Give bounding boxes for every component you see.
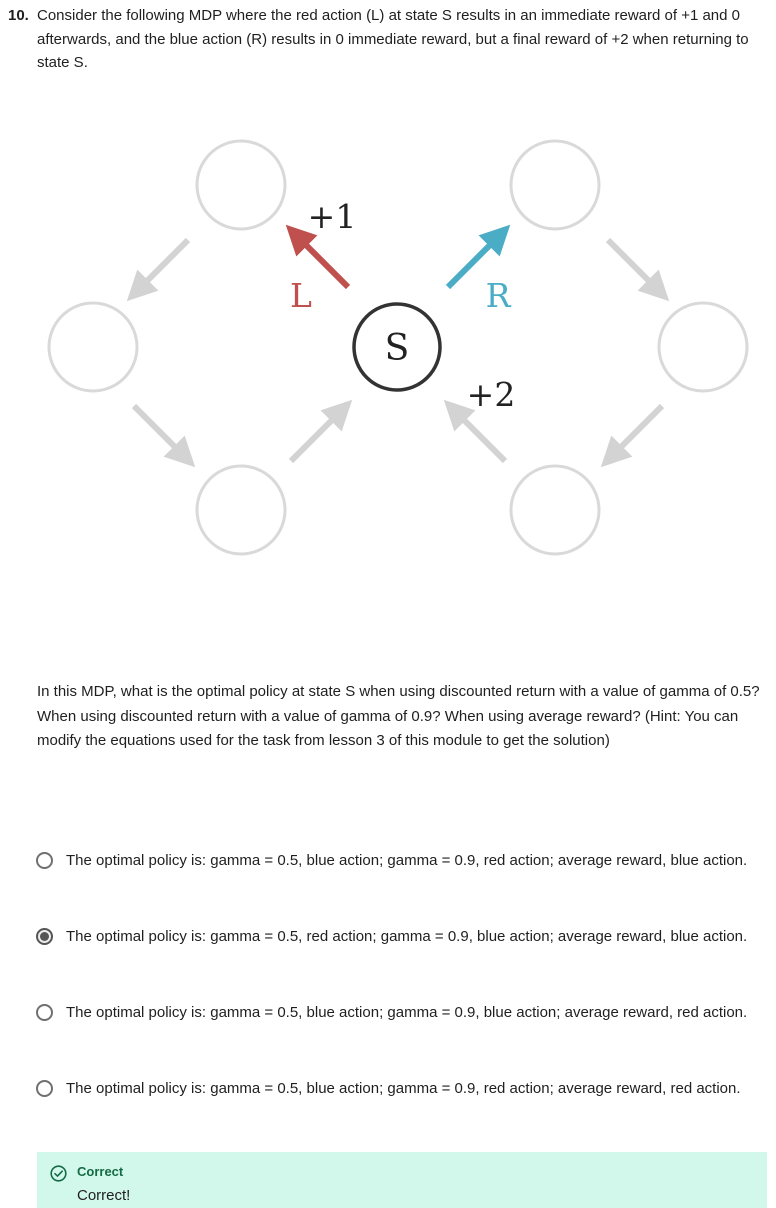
question-body: In this MDP, what is the optimal policy … xyxy=(37,683,760,749)
arrow-right-middle-to-right-bottom xyxy=(600,403,665,468)
reward-l-label: +1 xyxy=(308,197,357,236)
radio-button[interactable] xyxy=(36,1079,53,1097)
reward-r-label: +2 xyxy=(467,375,516,414)
arrow-left-top-to-left-middle xyxy=(126,237,191,302)
question-intro: Consider the following MDP where the red… xyxy=(37,7,749,71)
state-left-middle xyxy=(47,301,139,393)
feedback-title: Correct xyxy=(77,1164,124,1179)
arrow-action-l xyxy=(285,224,351,290)
radio-button-selected[interactable] xyxy=(36,927,53,945)
option-label[interactable]: The optimal policy is: gamma = 0.5, blue… xyxy=(66,1079,741,1097)
action-l-label: L xyxy=(290,276,312,315)
option-label[interactable]: The optimal policy is: gamma = 0.5, blue… xyxy=(66,1003,748,1021)
state-s xyxy=(352,302,442,392)
state-left-bottom xyxy=(195,464,287,556)
arrow-left-bottom-to-s xyxy=(288,399,353,464)
radio-button[interactable] xyxy=(36,1003,53,1021)
option-1[interactable]: The optimal policy is: gamma = 0.5, blue… xyxy=(36,848,766,872)
option-label[interactable]: The optimal policy is: gamma = 0.5, red … xyxy=(66,927,748,945)
option-4[interactable]: The optimal policy is: gamma = 0.5, blue… xyxy=(36,1076,766,1100)
state-left-top xyxy=(195,139,287,231)
option-3[interactable]: The optimal policy is: gamma = 0.5, blue… xyxy=(36,1000,766,1024)
feedback-box: Correct Correct! xyxy=(37,1152,767,1208)
state-right-top xyxy=(509,139,601,231)
action-r-label: R xyxy=(486,276,512,315)
arrow-action-r xyxy=(445,224,511,290)
option-label[interactable]: The optimal policy is: gamma = 0.5, blue… xyxy=(66,851,748,869)
radio-dot xyxy=(40,931,49,941)
mdp-diagram-svg: S L R +1 +2 xyxy=(47,139,749,556)
state-right-bottom xyxy=(509,464,601,556)
check-circle-icon xyxy=(50,1165,67,1182)
feedback-text: Correct! xyxy=(77,1187,131,1204)
radio-button[interactable] xyxy=(36,851,53,869)
arrow-right-bottom-to-s xyxy=(443,399,508,464)
arrow-right-top-to-right-middle xyxy=(605,237,670,302)
option-2[interactable]: The optimal policy is: gamma = 0.5, red … xyxy=(36,924,766,948)
mdp-diagram: S L R +1 +2 xyxy=(0,110,776,580)
state-s-label: S xyxy=(385,328,410,369)
arrow-left-middle-to-left-bottom xyxy=(131,403,196,468)
question-number: 10. xyxy=(8,7,29,24)
state-right-middle xyxy=(657,301,749,393)
